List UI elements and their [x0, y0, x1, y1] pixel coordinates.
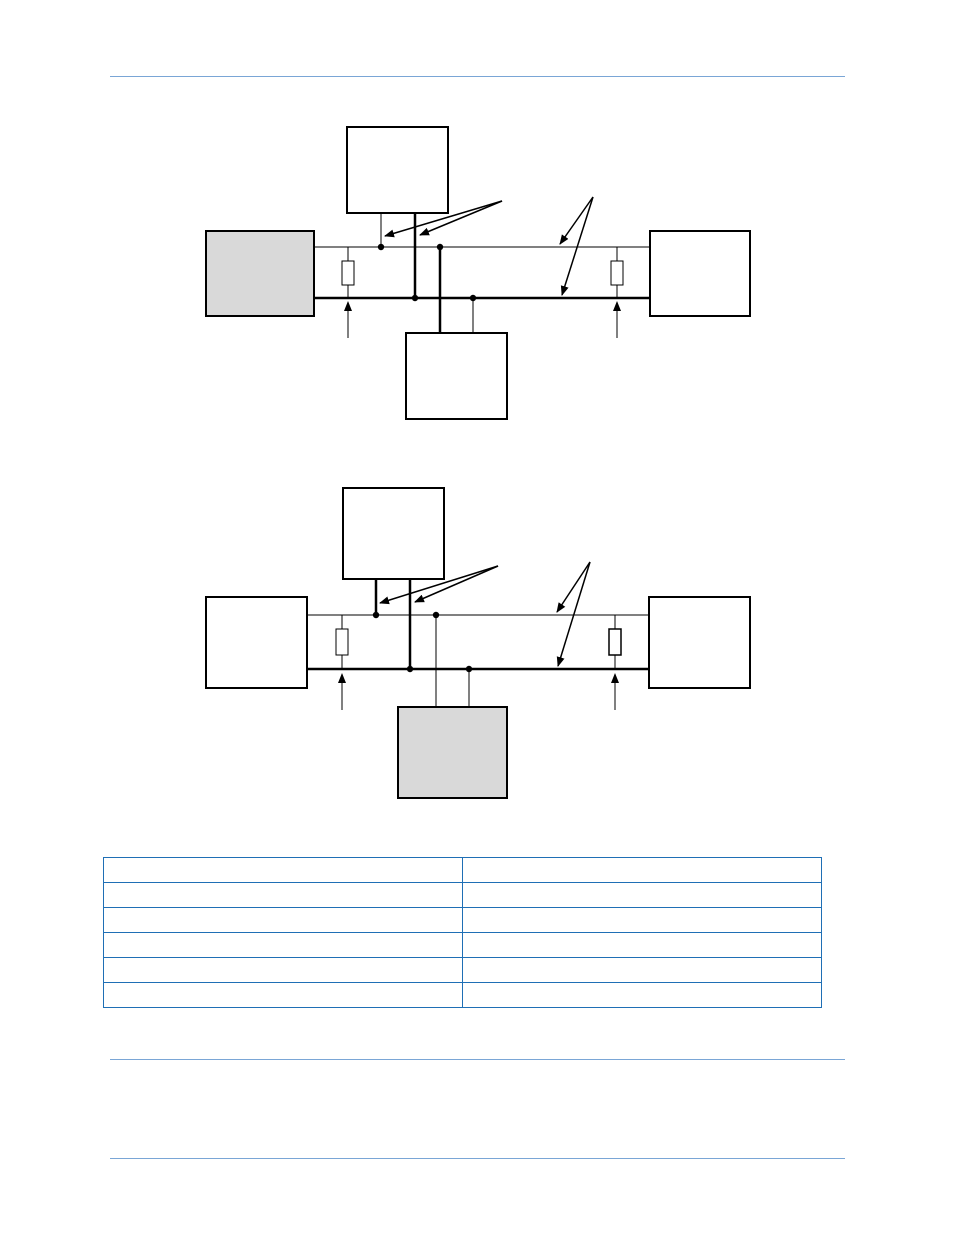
device-box-top — [342, 487, 445, 580]
table-row — [103, 982, 822, 1008]
junction-dot — [436, 243, 444, 251]
device-box-right — [648, 596, 751, 689]
device-box-right — [649, 230, 751, 317]
header-rule — [110, 76, 845, 77]
terminating-resistor — [608, 628, 622, 656]
bus-wiring-diagram-1 — [205, 126, 751, 420]
table-cell — [103, 982, 463, 1008]
device-box-bottom — [405, 332, 508, 420]
table-cell — [462, 932, 822, 958]
junction-dot — [469, 294, 477, 302]
table-cell — [462, 982, 822, 1008]
table-cell — [462, 957, 822, 983]
section-rule — [110, 1059, 845, 1060]
table-row — [103, 932, 822, 958]
table-cell — [103, 882, 463, 908]
junction-dot — [406, 665, 414, 673]
table-row — [103, 957, 822, 983]
callout-arrow — [560, 196, 594, 296]
callout-arrow — [419, 200, 503, 236]
table-row — [103, 857, 822, 883]
junction-dot — [411, 294, 419, 302]
terminating-resistor — [341, 260, 355, 286]
terminating-resistor — [335, 628, 349, 656]
device-box-top — [346, 126, 449, 214]
table-row — [103, 907, 822, 933]
device-box-left — [205, 596, 308, 689]
bus-wiring-diagram-2 — [205, 487, 751, 799]
table-row — [103, 882, 822, 908]
callout-arrow — [379, 565, 499, 605]
junction-dot — [372, 611, 380, 619]
device-box-left — [205, 230, 315, 317]
junction-dot — [432, 611, 440, 619]
device-box-bottom — [397, 706, 508, 799]
table-cell — [462, 882, 822, 908]
table-cell — [103, 957, 463, 983]
junction-dot — [377, 243, 385, 251]
callout-arrow — [414, 565, 499, 603]
junction-dot — [465, 665, 473, 673]
callout-arrow — [556, 561, 591, 667]
footer-rule — [110, 1158, 845, 1159]
callout-arrow — [559, 196, 594, 245]
table-cell — [462, 857, 822, 883]
table-cell — [103, 907, 463, 933]
table-cell — [103, 857, 463, 883]
table-cell — [462, 907, 822, 933]
spec-table — [103, 857, 822, 1008]
callout-arrow — [384, 200, 503, 238]
terminating-resistor — [610, 260, 624, 286]
table-cell — [103, 932, 463, 958]
callout-arrow — [556, 561, 591, 613]
